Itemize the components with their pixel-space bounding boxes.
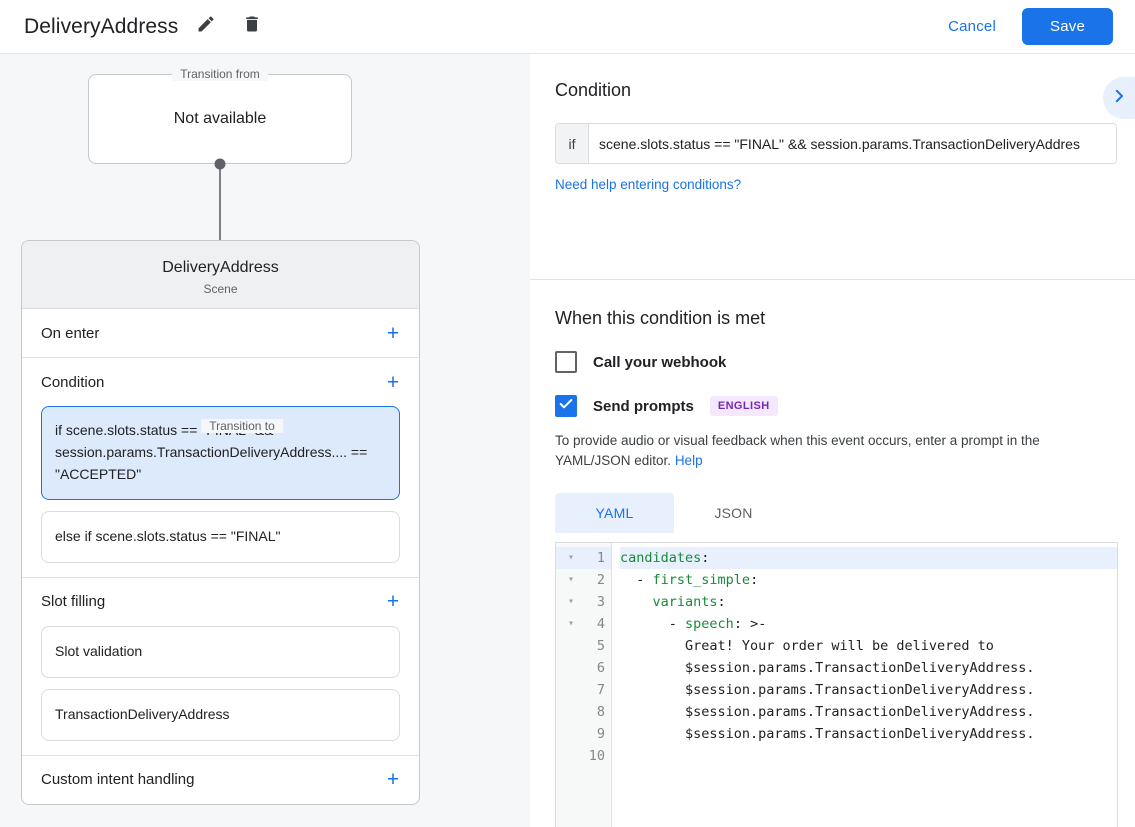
editor-line-number: 6	[596, 659, 605, 676]
transition-from-node[interactable]: Transition from Not available	[88, 67, 352, 164]
editor-fold-toggle	[556, 745, 586, 767]
when-condition-met-section: When this condition is met Call your web…	[530, 280, 1135, 827]
call-webhook-checkbox[interactable]	[555, 351, 577, 373]
section-title-custom-intent-handling: Custom intent handling	[41, 771, 195, 789]
editor-fold-toggle[interactable]: ▾	[567, 617, 575, 629]
section-header-custom-intent-handling[interactable]: Custom intent handling +	[22, 756, 419, 804]
checkmark-icon	[558, 396, 574, 417]
editor-code-line[interactable]: variants:	[652, 593, 726, 610]
editor-line-number: 3	[596, 593, 605, 610]
trash-icon	[242, 14, 262, 39]
language-badge: ENGLISH	[709, 396, 778, 416]
section-slot-filling: Slot filling + Slot validation Transacti…	[22, 578, 419, 756]
editor-code-area[interactable]: candidates: - first_simple: variants: - …	[612, 543, 1117, 827]
edit-name-button[interactable]	[188, 9, 224, 45]
transition-from-label: Transition from	[172, 67, 268, 81]
transition-to-title: DeliveryAddress	[162, 259, 279, 276]
editor-fold-toggle	[556, 635, 586, 657]
editor-code-line[interactable]: $session.params.TransactionDeliveryAddre…	[620, 659, 1035, 676]
condition-item[interactable]: else if scene.slots.status == "FINAL"	[41, 510, 400, 563]
editor-code-line[interactable]	[620, 745, 1117, 767]
delete-button[interactable]	[234, 9, 270, 45]
send-prompts-label: Send prompts	[593, 397, 694, 415]
section-body-condition: if scene.slots.status == "FINAL" && sess…	[22, 406, 419, 577]
cancel-button[interactable]: Cancel	[948, 18, 996, 35]
send-prompts-checkbox[interactable]	[555, 395, 577, 417]
editor-line-number: 1	[586, 546, 611, 569]
add-custom-intent-button[interactable]: +	[386, 768, 400, 792]
editor-fold-toggle	[556, 657, 586, 679]
chevron-right-icon	[1110, 87, 1128, 110]
editor-line-numbers: 1 2 3 4 5 6 7 8 9 10	[586, 542, 612, 827]
condition-if-prefix: if	[556, 124, 589, 163]
editor-line-number: 2	[596, 571, 605, 588]
editor-code-line[interactable]: Great! Your order will be delivered to	[620, 637, 994, 654]
section-custom-intent-handling: Custom intent handling +	[22, 756, 419, 804]
editor-line-number: 4	[596, 615, 605, 632]
transition-to-label: Transition to	[201, 419, 283, 433]
section-on-enter: On enter +	[22, 309, 419, 358]
transition-flow-pane: Transition from Not available Transition…	[0, 54, 530, 827]
slot-validation-item[interactable]: Slot validation	[41, 625, 400, 678]
prompt-description-text: To provide audio or visual feedback when…	[555, 433, 1040, 469]
help-link[interactable]: Help	[674, 453, 703, 469]
send-prompts-row[interactable]: Send prompts ENGLISH	[555, 395, 1135, 417]
editor-tabs: YAML JSON	[555, 492, 1135, 533]
condition-item-selected[interactable]: if scene.slots.status == "FINAL" && sess…	[41, 406, 400, 500]
top-app-bar: DeliveryAddress Cancel Save	[0, 0, 1135, 54]
editor-code-line[interactable]: - first_simple:	[620, 571, 759, 588]
editor-fold-toggle[interactable]: ▾	[567, 595, 575, 607]
section-header-condition[interactable]: Condition +	[22, 358, 419, 406]
when-met-heading: When this condition is met	[555, 308, 766, 328]
editor-code-line[interactable]: $session.params.TransactionDeliveryAddre…	[620, 725, 1035, 742]
section-header-slot-filling[interactable]: Slot filling +	[22, 578, 419, 626]
editor-fold-toggle	[556, 723, 586, 745]
editor-line-number: 9	[596, 725, 605, 742]
editor-fold-toggle[interactable]: ▾	[567, 573, 575, 585]
editor-code-line[interactable]: - speech: >-	[620, 615, 767, 632]
editor-line-number: 10	[588, 747, 605, 764]
condition-expression-input[interactable]	[589, 124, 1116, 163]
editor-fold-toggle	[556, 679, 586, 701]
add-slot-filling-button[interactable]: +	[386, 590, 400, 614]
editor-line-number: 5	[596, 637, 605, 654]
expand-panel-button[interactable]	[1103, 77, 1135, 119]
add-condition-button[interactable]: +	[386, 370, 400, 394]
prompt-description: To provide audio or visual feedback when…	[555, 431, 1117, 472]
webhook-row[interactable]: Call your webhook	[555, 351, 1135, 373]
condition-detail-pane: Condition if Need help entering conditio…	[530, 54, 1135, 827]
slot-item-transaction-delivery-address[interactable]: TransactionDeliveryAddress	[41, 688, 400, 741]
section-divider	[530, 279, 1135, 280]
tab-json[interactable]: JSON	[714, 504, 753, 521]
call-webhook-label: Call your webhook	[593, 353, 727, 371]
pencil-icon	[196, 14, 216, 39]
editor-line-number: 8	[596, 703, 605, 720]
editor-fold-toggle	[556, 701, 586, 723]
section-condition: Condition + if scene.slots.status == "FI…	[22, 358, 419, 578]
tab-yaml[interactable]: YAML	[555, 492, 674, 533]
section-title-slot-filling: Slot filling	[41, 593, 106, 611]
editor-code-line[interactable]: candidates:	[620, 546, 1117, 569]
section-body-slot-filling: Slot validation TransactionDeliveryAddre…	[22, 625, 419, 755]
page-title: DeliveryAddress	[24, 14, 179, 38]
condition-section: Condition if Need help entering conditio…	[530, 54, 1135, 194]
add-on-enter-button[interactable]: +	[386, 321, 400, 345]
editor-code-line[interactable]: $session.params.TransactionDeliveryAddre…	[620, 681, 1035, 698]
transition-from-value: Not available	[173, 110, 267, 127]
editor-code-line[interactable]: $session.params.TransactionDeliveryAddre…	[620, 703, 1035, 720]
section-title-on-enter: On enter	[41, 324, 100, 342]
editor-fold-toggle[interactable]: ▾	[556, 546, 586, 569]
condition-field-row: if	[555, 123, 1117, 164]
editor-line-number: 7	[596, 681, 605, 698]
code-editor[interactable]: ▾ ▾ ▾ ▾ 1 2 3 4 5 6 7 8 9 10 candidates: - first_sim…	[555, 541, 1118, 827]
condition-help-link[interactable]: Need help entering conditions?	[555, 177, 742, 192]
save-button[interactable]: Save	[1022, 8, 1113, 45]
editor-fold-gutter[interactable]: ▾ ▾ ▾ ▾	[556, 542, 586, 827]
transition-to-card: Transition to DeliveryAddress Scene On e…	[21, 240, 420, 805]
transition-to-subtitle: Scene	[203, 282, 238, 296]
condition-heading: Condition	[555, 80, 632, 100]
section-title-condition: Condition	[41, 373, 105, 391]
section-header-on-enter[interactable]: On enter +	[22, 309, 419, 357]
transition-to-header[interactable]: DeliveryAddress Scene	[22, 241, 419, 309]
